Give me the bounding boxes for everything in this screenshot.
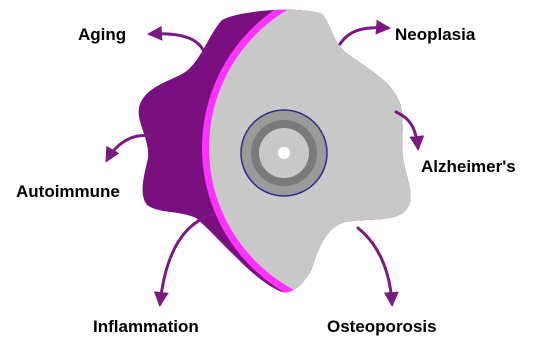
nucleolus [278,147,290,159]
label-alzheimers: Alzheimer's [421,157,516,176]
label-aging: Aging [78,25,126,44]
arrow-neoplasia [340,28,388,44]
nucleus [241,110,327,196]
arrow-inflammation [160,214,214,304]
label-inflammation: Inflammation [93,317,199,336]
label-osteoporosis: Osteoporosis [327,317,437,336]
arrow-osteoporosis [358,228,392,304]
arrow-aging [150,34,205,54]
arrow-autoimmune [107,136,150,160]
label-neoplasia: Neoplasia [395,25,476,44]
label-autoimmune: Autoimmune [16,182,120,201]
